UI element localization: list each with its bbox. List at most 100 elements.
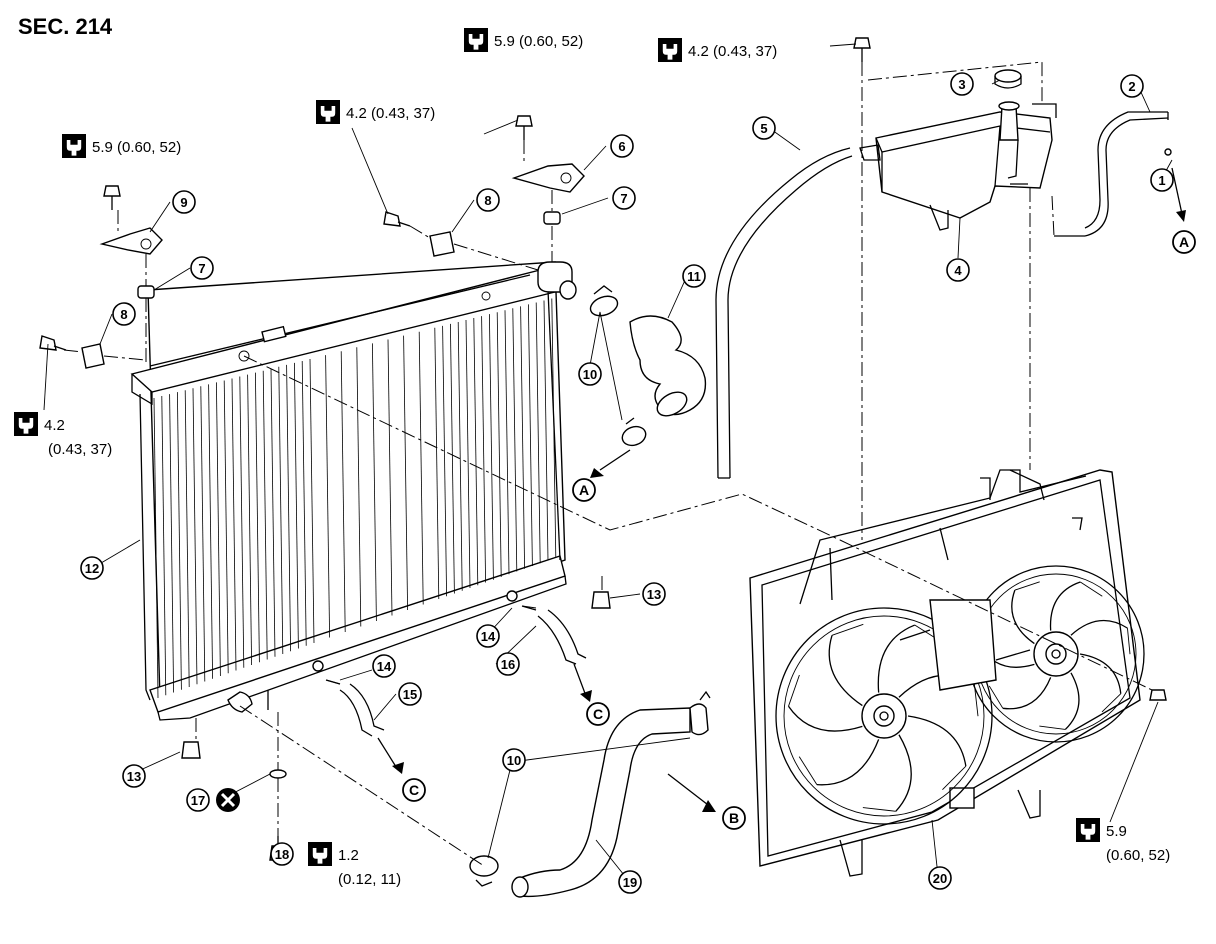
torque-value: 4.2 bbox=[44, 417, 65, 434]
radiator-fins bbox=[153, 298, 557, 699]
callout-8: 8 bbox=[476, 188, 500, 212]
fan-left bbox=[775, 607, 993, 825]
torque-wrench-icon bbox=[62, 134, 86, 158]
marker-letter: A bbox=[1179, 234, 1189, 250]
torque-spec-t4: 4.2 (0.43, 37) bbox=[316, 100, 435, 124]
callout-8: 8 bbox=[112, 302, 136, 326]
radiator-outlet bbox=[227, 690, 269, 713]
torque-spec-t6: 1.2 (0.12, 11) bbox=[308, 842, 401, 888]
callout-number: 9 bbox=[180, 195, 187, 210]
callout-number: 7 bbox=[198, 261, 205, 276]
torque-value: 4.2 (0.43, 37) bbox=[688, 43, 777, 60]
lower-radiator-hose bbox=[511, 707, 691, 898]
callout-6: 6 bbox=[610, 134, 634, 158]
callout-number: 12 bbox=[85, 561, 99, 576]
callout-14: 14 bbox=[476, 624, 500, 648]
torque-specs: 5.9 (0.60, 52) 4.2 (0.43, 37) 5.9 (0.60, 5… bbox=[14, 28, 1170, 888]
reservoir-tank bbox=[859, 69, 1057, 231]
callout-number: 10 bbox=[583, 367, 597, 382]
hose-clamp-lower-19b bbox=[689, 690, 711, 736]
torque-wrench-icon bbox=[658, 38, 682, 62]
callout-number: 4 bbox=[954, 263, 962, 278]
marker-letter: C bbox=[409, 782, 419, 798]
radiator-core bbox=[130, 261, 577, 721]
marker-letter: C bbox=[593, 706, 603, 722]
overflow-hose bbox=[1054, 111, 1172, 237]
callout-number: 5 bbox=[760, 121, 767, 136]
callout-1: 1 bbox=[1150, 168, 1174, 192]
marker-letter: B bbox=[729, 810, 739, 826]
callout-13: 13 bbox=[642, 582, 666, 606]
torque-wrench-icon bbox=[14, 412, 38, 436]
clip-8b bbox=[429, 231, 455, 257]
torque-value-sub: (0.43, 37) bbox=[48, 441, 112, 458]
callout-number: 17 bbox=[191, 793, 205, 808]
small-hose-16 bbox=[537, 609, 587, 665]
mounting-bracket-6 bbox=[511, 163, 585, 193]
callout-7: 7 bbox=[190, 256, 214, 280]
torque-value: 5.9 bbox=[1106, 823, 1127, 840]
torque-spec-t3: 5.9 (0.60, 52) bbox=[62, 134, 181, 158]
callout-10: 10 bbox=[502, 748, 526, 772]
callout-17: 17 bbox=[186, 788, 210, 812]
connection-marker-C: C bbox=[402, 778, 426, 802]
mounting-bracket-9 bbox=[99, 227, 163, 255]
callout-10: 10 bbox=[578, 362, 602, 386]
section-label: SEC. 214 bbox=[18, 14, 113, 39]
torque-wrench-icon bbox=[316, 100, 340, 124]
hose-clamp-upper bbox=[589, 285, 619, 317]
torque-value: 1.2 bbox=[338, 847, 359, 864]
clip-8a bbox=[81, 343, 105, 369]
callout-number: 19 bbox=[623, 875, 637, 890]
callout-4: 4 bbox=[946, 258, 970, 282]
callout-number: 14 bbox=[377, 659, 392, 674]
callout-number: 11 bbox=[687, 269, 701, 284]
callout-19: 19 bbox=[618, 870, 642, 894]
callout-number: 7 bbox=[620, 191, 627, 206]
torque-wrench-icon bbox=[1076, 818, 1100, 842]
upper-radiator-hose bbox=[629, 315, 707, 417]
callout-number: 3 bbox=[958, 77, 965, 92]
callout-number: 13 bbox=[127, 769, 141, 784]
callout-number: 16 bbox=[501, 657, 515, 672]
torque-spec-t2: 4.2 (0.43, 37) bbox=[658, 38, 777, 62]
callout-number: 1 bbox=[1158, 173, 1165, 188]
callout-14: 14 bbox=[372, 654, 396, 678]
callout-3: 3 bbox=[950, 72, 974, 96]
torque-spec-t5: 4.2 (0.43, 37) bbox=[14, 412, 112, 458]
torque-wrench-icon bbox=[464, 28, 488, 52]
callout-leaders bbox=[43, 43, 1173, 881]
callout-11: 11 bbox=[682, 264, 706, 288]
hose-clamp-lower-outlet bbox=[621, 417, 647, 447]
mount-insulator-7a bbox=[137, 285, 155, 299]
callout-18: 18 bbox=[270, 842, 294, 866]
small-hose-15 bbox=[339, 683, 385, 737]
callout-9: 9 bbox=[172, 190, 196, 214]
torque-spec-t1: 5.9 (0.60, 52) bbox=[464, 28, 583, 52]
callout-15: 15 bbox=[398, 682, 422, 706]
callout-number: 20 bbox=[933, 871, 947, 886]
callout-number: 15 bbox=[403, 687, 417, 702]
callout-number: 18 bbox=[275, 847, 289, 862]
marker-letter: A bbox=[579, 482, 589, 498]
fan-motor bbox=[899, 599, 1031, 691]
do-not-reuse-icon bbox=[216, 788, 240, 812]
torque-value-sub: (0.12, 11) bbox=[338, 871, 401, 888]
direction-arrows bbox=[377, 167, 1186, 812]
callout-16: 16 bbox=[496, 652, 520, 676]
callout-number: 14 bbox=[481, 629, 496, 644]
torque-wrench-icon bbox=[308, 842, 332, 866]
torque-spec-t7: 5.9(0.60, 52) bbox=[1076, 818, 1170, 864]
callout-20: 20 bbox=[928, 866, 952, 890]
connection-marker-A: A bbox=[1172, 230, 1196, 254]
hose-clamp-lower-19a bbox=[469, 855, 499, 887]
callout-7: 7 bbox=[612, 186, 636, 210]
callout-number: 2 bbox=[1128, 79, 1135, 94]
callout-12: 12 bbox=[80, 556, 104, 580]
torque-value: 4.2 (0.43, 37) bbox=[346, 105, 435, 122]
connection-marker-A: A bbox=[572, 478, 596, 502]
callout-5: 5 bbox=[752, 116, 776, 140]
callout-number: 8 bbox=[120, 307, 127, 322]
